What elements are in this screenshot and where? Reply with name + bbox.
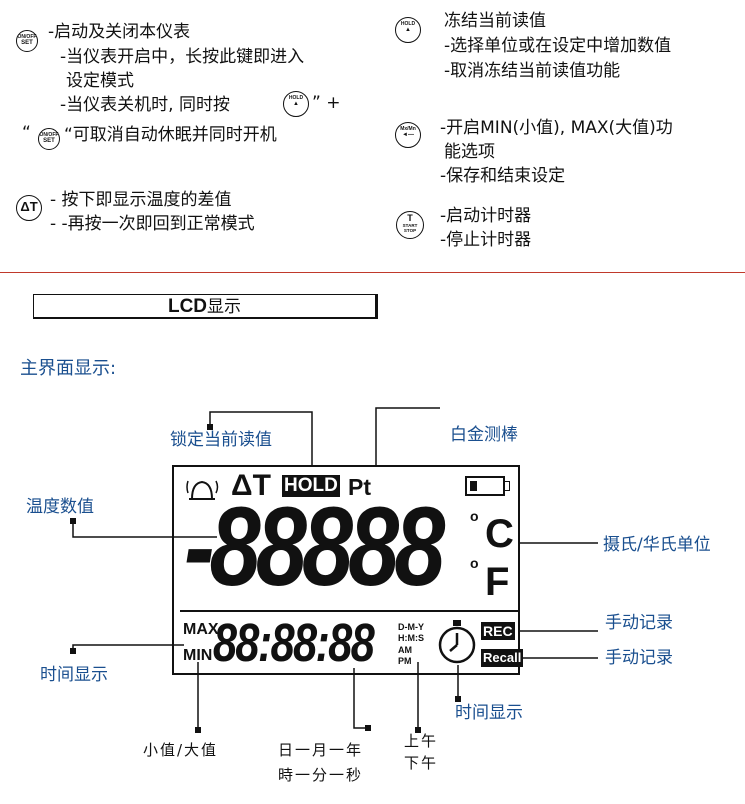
timer-line2: -停止计时器	[440, 230, 532, 250]
timer-start-stop-icon: T START STOP	[396, 211, 424, 239]
callout-temp-value: 温度数值	[26, 497, 94, 517]
main-screen-subtitle: 主界面显示:	[20, 358, 117, 379]
lcd-rec-indicator: REC	[481, 622, 515, 640]
timer-line1: -启动计时器	[440, 206, 532, 226]
lcd-unit-f: F	[485, 560, 510, 604]
callout-probe: 白金测棒	[450, 425, 518, 445]
callout-am: 上午	[404, 732, 439, 750]
stopwatch-icon	[438, 620, 476, 664]
lcd-degree-c: o	[470, 508, 479, 524]
hold-icon: HOLD▲	[395, 17, 421, 43]
lcd-heading-rest: 显示	[207, 297, 242, 317]
lcd-pm-indicator: PM	[398, 656, 412, 666]
lcd-unit-c: C	[485, 512, 514, 556]
lcd-date-format: D-M-Y	[398, 622, 424, 632]
onoff-line4: “可取消自动休眠并同时开机	[64, 125, 277, 145]
lcd-screen-frame	[172, 465, 520, 675]
delta-line2: - -再按一次即回到正常模式	[50, 214, 255, 234]
callout-time-right: 时间显示	[455, 703, 523, 723]
max-min-icon: Mx/Mn◄—	[395, 122, 421, 148]
battery-icon	[465, 476, 505, 496]
delta-line1: - 按下即显示温度的差值	[50, 190, 232, 210]
callout-unit: 摄氏/华氏单位	[603, 535, 711, 555]
lcd-delta-t: ΔT	[231, 469, 271, 502]
lcd-heading-bold: LCD	[167, 296, 208, 317]
maxmin-line1: -开启MIN(小值), MAX(大值)功	[440, 118, 673, 138]
callout-minmax: 小值/大值	[143, 741, 219, 759]
delta-t-icon: ΔT	[16, 195, 42, 221]
lcd-max-indicator: MAX	[183, 621, 219, 638]
callout-pm: 下午	[404, 754, 439, 772]
lcd-section-heading: LCD显示	[33, 294, 378, 319]
lcd-recall-indicator: Recall	[481, 649, 524, 667]
callout-rec: 手动记录	[605, 613, 673, 633]
callout-recall: 手动记录	[605, 648, 673, 668]
onoff-quote-open: “	[22, 123, 31, 143]
alarm-bell-icon	[186, 480, 219, 500]
battery-tip	[505, 481, 510, 491]
onoff-line2: 设定模式	[66, 71, 134, 91]
callout-time-left: 时间显示	[40, 665, 108, 685]
lcd-time-format: H:M:S	[398, 633, 424, 643]
hold-line2: -选择单位或在设定中增加数值	[444, 36, 672, 56]
lcd-time-value: 88:88:88	[213, 613, 375, 673]
callout-hms: 時一分一秒	[278, 766, 364, 784]
lcd-hold-indicator: HOLD	[282, 475, 340, 497]
section-divider	[0, 272, 745, 273]
hold-icon-inline: HOLD▲	[283, 91, 309, 117]
callout-hold-lock: 锁定当前读值	[170, 430, 272, 450]
lcd-degree-f: o	[470, 555, 479, 571]
hold-line3: -取消冻结当前读值功能	[444, 61, 621, 81]
lcd-am-indicator: AM	[398, 645, 412, 655]
maxmin-line2: 能选项	[444, 142, 495, 162]
lcd-min-indicator: MIN	[183, 647, 213, 664]
onoff-title: -启动及关闭本仪表	[48, 22, 191, 42]
onoff-line3-tail: ” +	[312, 93, 341, 113]
callout-dmy: 日一月一年	[278, 741, 364, 759]
maxmin-line3: -保存和结束设定	[440, 166, 566, 186]
onoff-line3: -当仪表关机时, 同时按	[60, 95, 230, 115]
onoff-line1: -当仪表开启中，长按此键即进入	[60, 47, 305, 67]
lcd-pt-indicator: Pt	[348, 474, 371, 500]
lcd-main-value: -88888	[184, 484, 445, 609]
lcd-inner-divider	[180, 610, 520, 612]
hold-line1: 冻结当前读值	[444, 11, 546, 31]
